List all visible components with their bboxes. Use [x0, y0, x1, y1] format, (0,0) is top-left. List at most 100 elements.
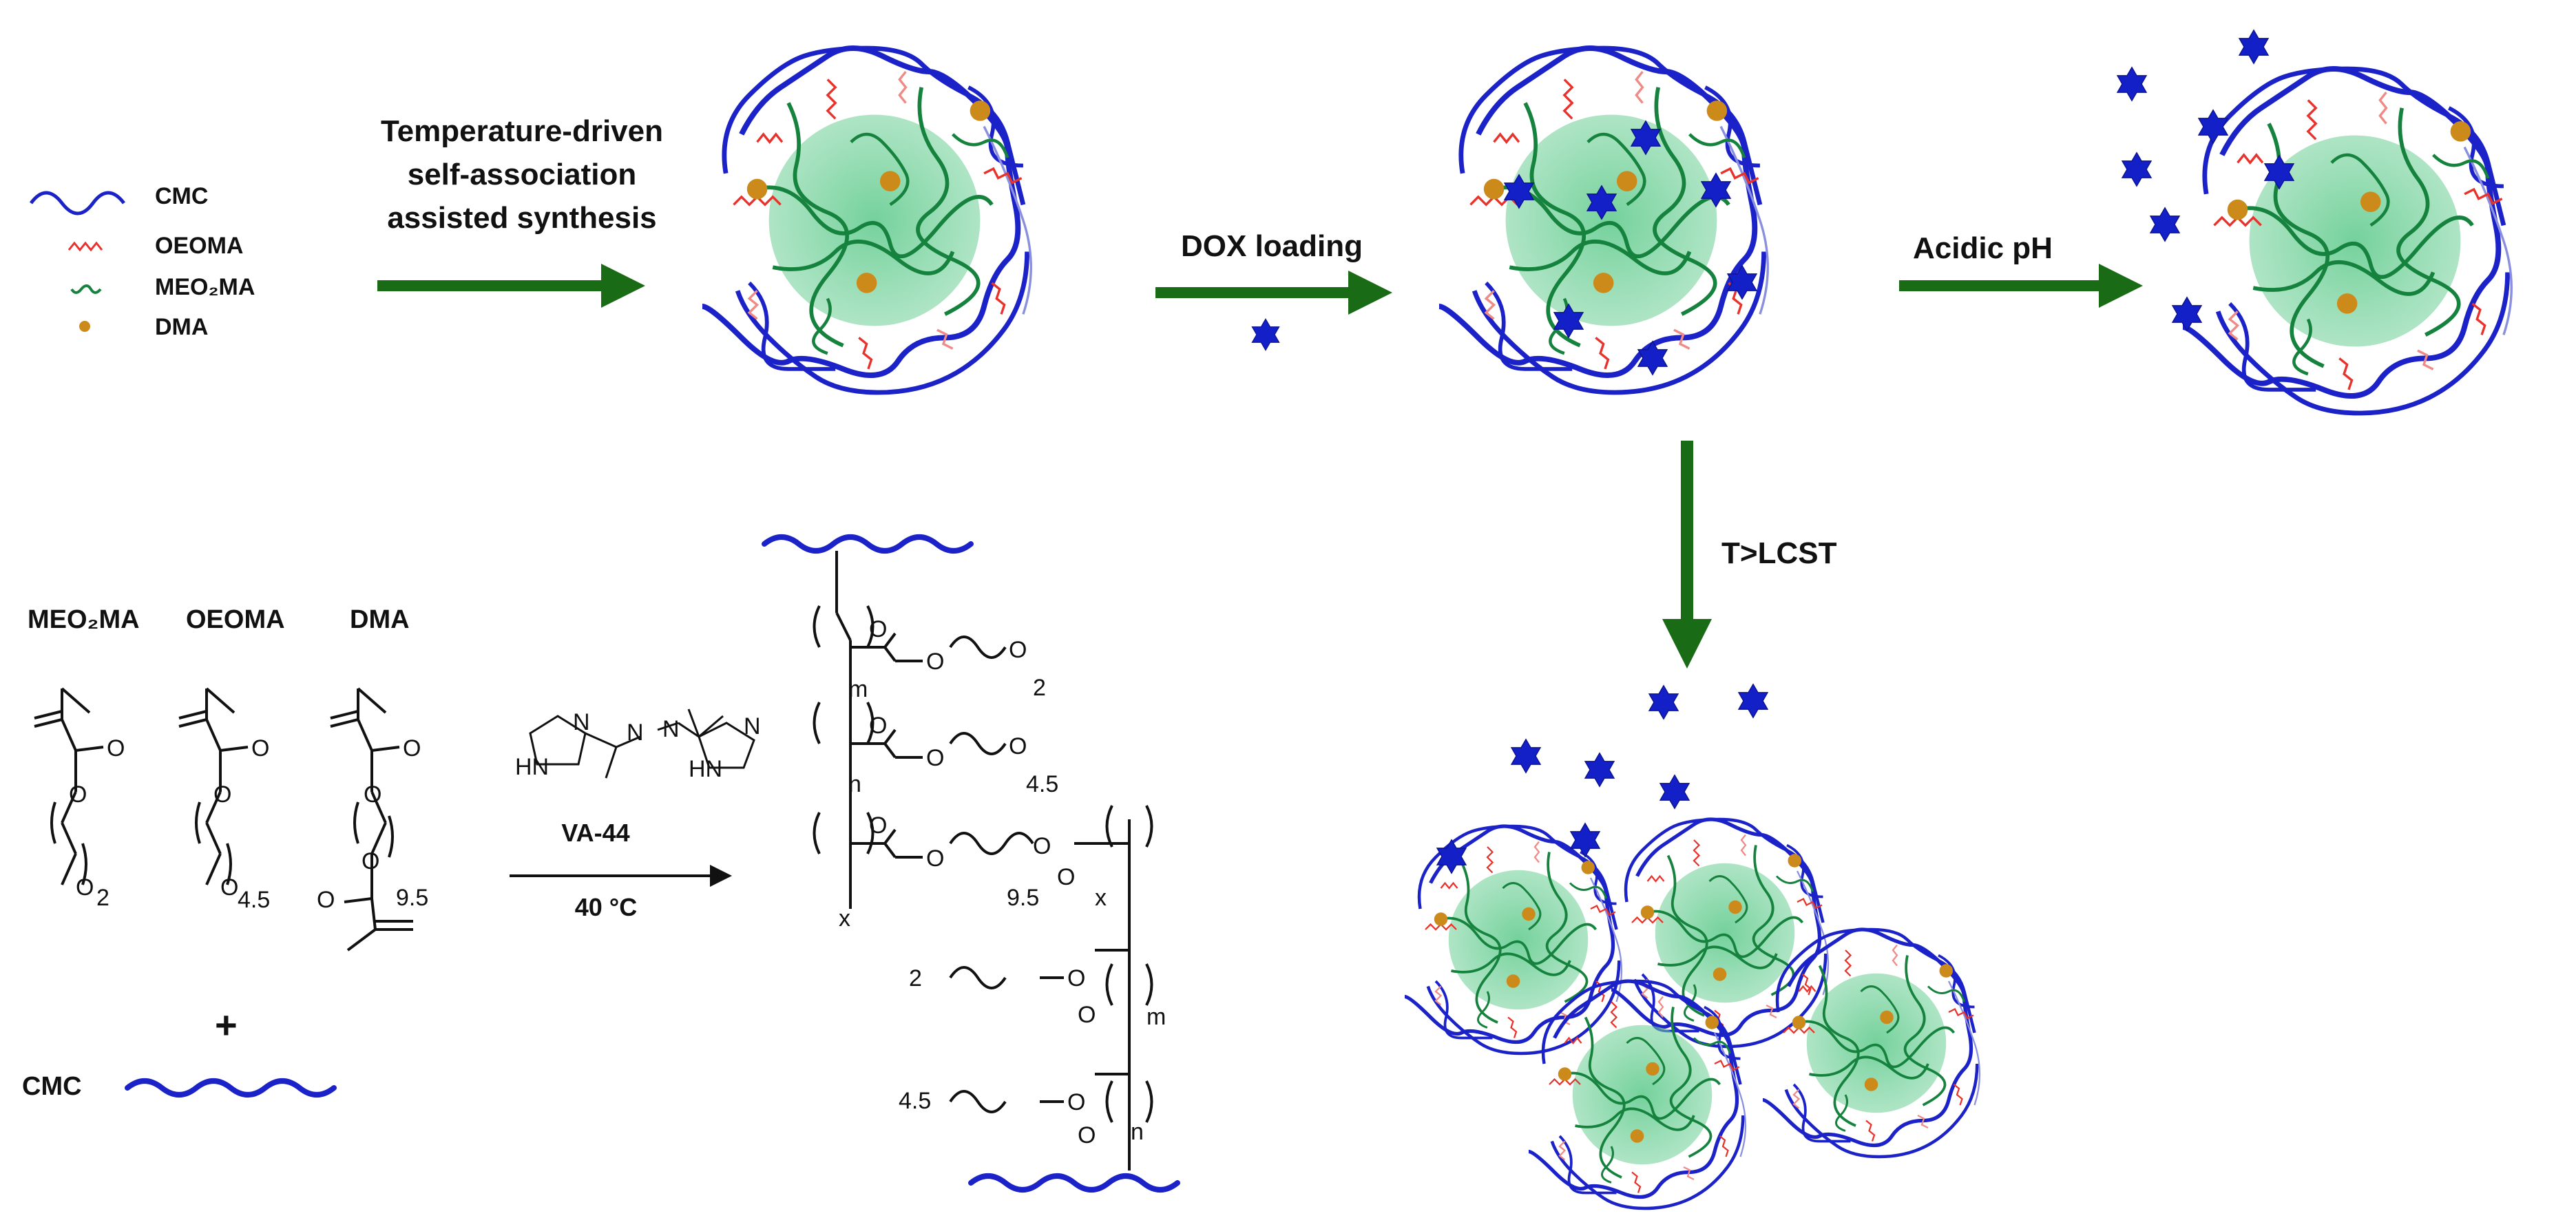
repeat-label-n: n: [848, 771, 861, 797]
atom-o: O: [107, 735, 125, 762]
atom-o: O: [926, 745, 944, 771]
repeat-subscript: 4.5: [238, 887, 270, 913]
repeat-subscript: 4.5: [899, 1088, 931, 1114]
repeat-subscript: 2: [96, 885, 109, 911]
initiator-label: VA-44: [561, 819, 629, 847]
dox-star-icon: [1637, 341, 1668, 375]
legend-label: DMA: [155, 314, 208, 340]
atom-o: O: [213, 781, 231, 808]
monomer-structures: MEO₂MA O O O 2 OEOMA: [28, 605, 428, 952]
atom-o: O: [403, 735, 421, 762]
atom-n: N: [573, 709, 590, 735]
temperature-label: T>LCST: [1721, 536, 1837, 570]
atom-o: O: [926, 846, 944, 872]
atom-o: O: [869, 616, 887, 642]
atom-n: N: [627, 720, 644, 746]
dox-star-icon: [2122, 152, 2152, 187]
repeat-subscript: 9.5: [396, 885, 428, 911]
atom-o: O: [869, 812, 887, 839]
atom-o: O: [251, 735, 269, 762]
loading-step: DOX loading: [1155, 229, 1392, 351]
repeat-label-m: m: [848, 676, 868, 702]
meo2ma-structure: [34, 687, 104, 885]
atom-n: N: [744, 713, 761, 739]
dma-structure: [330, 687, 413, 952]
atom-o: O: [1033, 833, 1051, 859]
dox-star-icon: [1648, 685, 1679, 720]
synthesis-label-line1: Temperature-driven: [381, 114, 663, 148]
atom-o: O: [1078, 1002, 1096, 1028]
product-structure: O O O 2 O O O 4.5 O O O O 9.5 m n x x 2 …: [764, 537, 1177, 1190]
monomer-name-meo2ma: MEO₂MA: [28, 605, 140, 634]
ph-release-step: Acidic pH: [1899, 231, 2143, 308]
wavy-green-line-icon: [70, 284, 102, 294]
atom-o: O: [364, 781, 381, 808]
released-nanogel: [2117, 30, 2511, 413]
atom-o: O: [317, 887, 335, 913]
nanogel-particle: [1507, 981, 1746, 1208]
atom-o: O: [1009, 733, 1027, 759]
oeoma-structure: [178, 687, 249, 885]
plus-sign: +: [215, 1003, 238, 1047]
atom-o: O: [869, 713, 887, 739]
atom-o: O: [69, 781, 87, 808]
legend-item-cmc: CMC: [29, 183, 208, 216]
atom-o: O: [220, 874, 238, 901]
repeat-subscript: 2: [1033, 675, 1046, 701]
dox-star-icon: [2198, 109, 2228, 144]
orange-dot-icon: [79, 321, 90, 332]
initiator-structure: [529, 708, 755, 779]
repeat-subscript: 4.5: [1026, 771, 1058, 797]
conditions-label: 40 °C: [575, 893, 637, 921]
synthesis-step: Temperature-driven self-association assi…: [377, 114, 663, 308]
ph-label: Acidic pH: [1913, 231, 2053, 265]
dox-star-icon: [1251, 318, 1280, 351]
cmc-wave-icon: [764, 537, 971, 551]
legend-item-meo2ma: MEO₂MA: [70, 274, 255, 300]
loaded-nanogel: [1405, 48, 1768, 392]
nanogel-particle: [1589, 819, 1829, 1047]
dox-star-icon: [1584, 753, 1615, 787]
atom-o: O: [1067, 1089, 1085, 1115]
repeat-subscript: 2: [909, 965, 922, 991]
atom-o: O: [1057, 864, 1075, 890]
monomer-name-dma: DMA: [350, 605, 410, 634]
atom-o: O: [1009, 637, 1027, 663]
dox-star-icon: [2150, 207, 2180, 242]
dox-star-icon: [1511, 739, 1541, 773]
atom-n: N: [662, 716, 680, 742]
dox-star-icon: [1738, 684, 1768, 718]
legend-label: MEO₂MA: [155, 274, 255, 300]
dox-star-icon: [2239, 30, 2269, 64]
atom-o: O: [1078, 1122, 1096, 1148]
legend-item-dma: DMA: [79, 314, 208, 340]
legend-item-oeoma: OEOMA: [67, 233, 243, 259]
legend: CMC OEOMA MEO₂MA DMA: [29, 183, 255, 340]
cmc-wave-icon: [971, 1176, 1177, 1190]
dox-star-icon: [2172, 297, 2202, 331]
empty-nanogel: [669, 48, 1032, 392]
repeat-label-n: n: [1131, 1119, 1144, 1145]
aggregated-nanogels: [1383, 684, 1980, 1208]
cmc-wave-icon: [127, 1081, 334, 1095]
monomer-name-oeoma: OEOMA: [186, 605, 285, 634]
dox-star-icon: [2117, 67, 2147, 101]
cmc-label: CMC: [22, 1072, 82, 1101]
nanogel-particle: [1405, 48, 1768, 392]
legend-label: OEOMA: [155, 233, 243, 259]
atom-nh: HN: [515, 754, 549, 780]
dox-star-icon: [1659, 775, 1690, 809]
temperature-step: T>LCST: [1662, 441, 1837, 669]
atom-o: O: [1067, 965, 1085, 991]
repeat-subscript: 9.5: [1007, 885, 1039, 911]
dox-star-icon: [1727, 265, 1757, 300]
atom-o: O: [926, 649, 944, 675]
atom-nh: HN: [689, 756, 722, 782]
repeat-label-x: x: [1095, 885, 1107, 911]
repeat-label-x: x: [839, 905, 850, 932]
repeat-label-m: m: [1146, 1004, 1166, 1030]
wavy-blue-line-icon: [29, 191, 125, 216]
synthesis-label-line2: self-association: [408, 158, 637, 191]
wavy-red-line-icon: [67, 241, 103, 252]
